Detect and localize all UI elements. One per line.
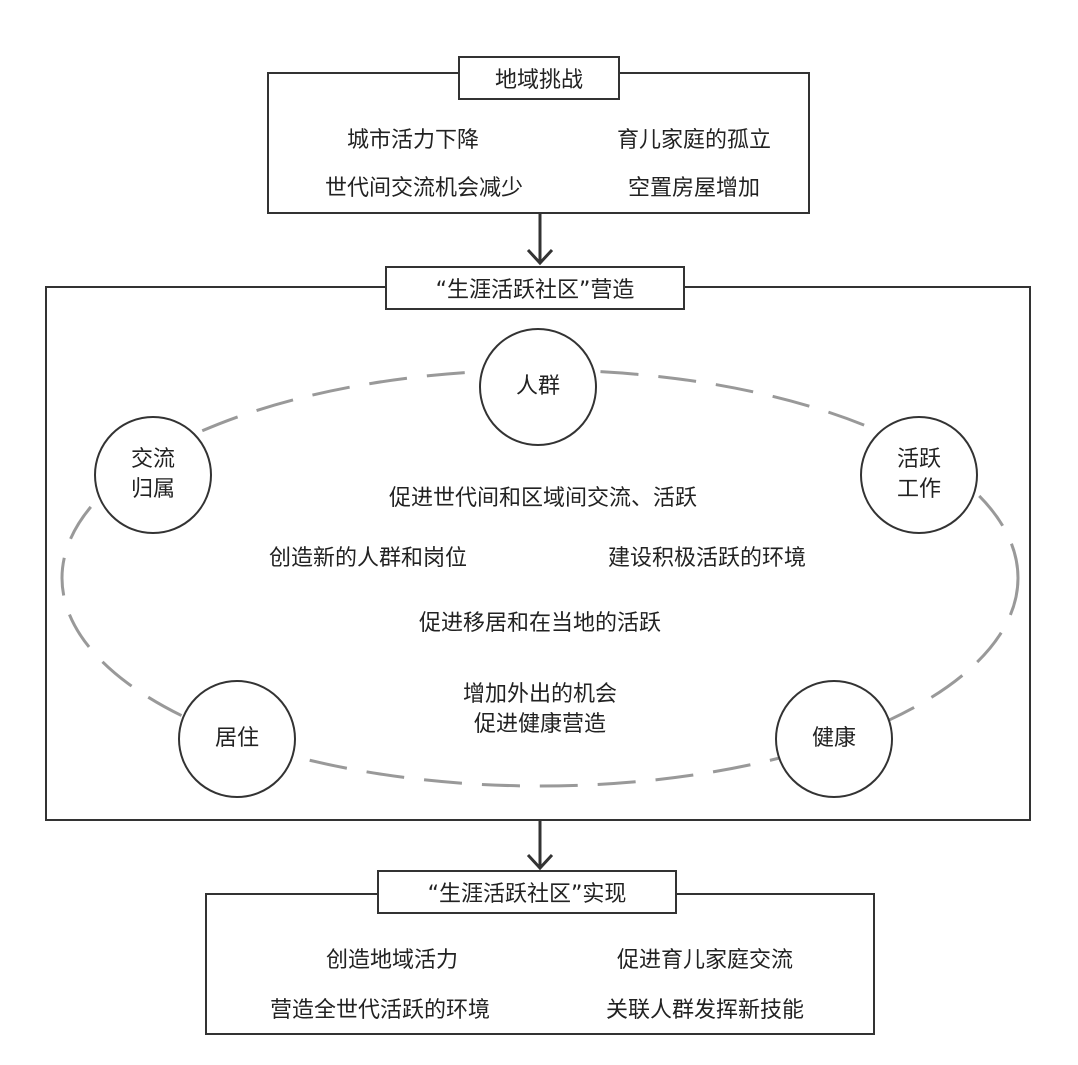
creation-text-line2-right: 建设积极活跃的环境 bbox=[607, 546, 807, 571]
node-health-label: 健康 bbox=[811, 726, 856, 751]
challenge-item: 城市活力下降 bbox=[346, 128, 480, 153]
challenges-title-text: 地域挑战 bbox=[494, 68, 583, 93]
challenge-item: 育儿家庭的孤立 bbox=[616, 128, 772, 153]
cycle-ellipse bbox=[60, 368, 1020, 788]
node-people: 人群 bbox=[479, 328, 597, 446]
creation-text-line4b: 促进健康营造 bbox=[473, 712, 607, 737]
node-active-work: 活跃 工作 bbox=[860, 416, 978, 534]
arrow-head-1 bbox=[526, 248, 554, 266]
realization-item: 促进育儿家庭交流 bbox=[616, 948, 794, 973]
creation-text-line4a: 增加外出的机会 bbox=[462, 682, 618, 707]
challenges-title: 地域挑战 bbox=[458, 56, 620, 100]
creation-text-line1: 促进世代间和区域间交流、活跃 bbox=[388, 486, 698, 511]
realization-item: 创造地域活力 bbox=[325, 948, 459, 973]
node-exchange-label-1: 交流 bbox=[130, 447, 175, 472]
challenge-item: 世代间交流机会减少 bbox=[324, 176, 524, 201]
creation-title-text: “生涯活跃社区”营造 bbox=[435, 278, 635, 303]
creation-text-line3: 促进移居和在当地的活跃 bbox=[418, 611, 662, 636]
node-residence-label: 居住 bbox=[214, 726, 259, 751]
challenge-item: 空置房屋增加 bbox=[627, 176, 761, 201]
node-active-label-2: 工作 bbox=[896, 477, 941, 502]
realization-title-text: “生涯活跃社区”实现 bbox=[427, 882, 627, 907]
node-exchange-belonging: 交流 归属 bbox=[94, 416, 212, 534]
node-exchange-label-2: 归属 bbox=[130, 477, 175, 502]
creation-title: “生涯活跃社区”营造 bbox=[385, 266, 685, 310]
realization-title: “生涯活跃社区”实现 bbox=[377, 870, 677, 914]
node-people-label: 人群 bbox=[515, 374, 560, 399]
node-residence: 居住 bbox=[178, 680, 296, 798]
node-active-label-1: 活跃 bbox=[896, 447, 941, 472]
realization-item: 营造全世代活跃的环境 bbox=[269, 998, 491, 1023]
arrow-head-2 bbox=[526, 853, 554, 871]
creation-text-line2-left: 创造新的人群和岗位 bbox=[268, 546, 468, 571]
node-health: 健康 bbox=[775, 680, 893, 798]
realization-item: 关联人群发挥新技能 bbox=[605, 998, 805, 1023]
